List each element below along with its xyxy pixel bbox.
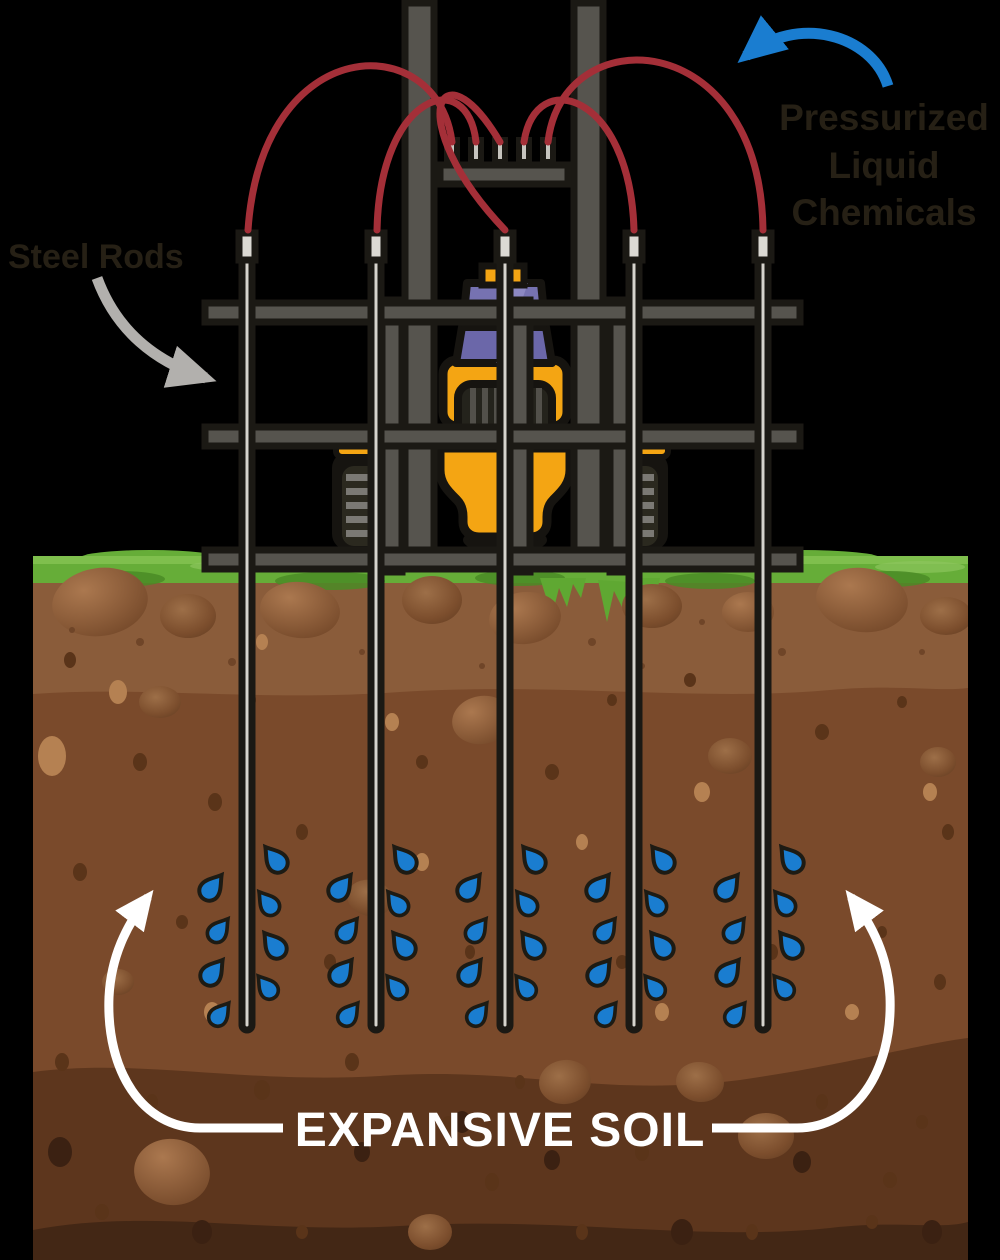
chemicals-arrow-icon xyxy=(737,15,894,88)
steel-rod xyxy=(751,229,775,1034)
steel-rods-arrow-icon xyxy=(91,276,217,388)
pressurized-label-line3: Chemicals xyxy=(791,192,976,233)
tube xyxy=(520,96,638,234)
steel-rods xyxy=(235,229,775,1034)
pressurized-label-line1: Pressurized xyxy=(779,97,989,138)
manifold-bar xyxy=(436,161,572,188)
expansive-soil-arrow-left-icon xyxy=(104,889,283,1133)
steel-rod xyxy=(235,229,259,1034)
steel-rod xyxy=(493,229,517,1034)
soil-speckles xyxy=(69,619,925,669)
deep-blobs xyxy=(48,1111,942,1245)
tube xyxy=(544,56,767,234)
injection-tubes xyxy=(244,56,767,234)
tube xyxy=(373,96,480,234)
machine-roof-tab-left xyxy=(478,262,503,289)
mast-column-right xyxy=(570,0,607,563)
pressurized-label-line2: Liquid xyxy=(829,145,940,186)
steel-rod xyxy=(622,229,646,1034)
grass-blades xyxy=(540,578,660,622)
expansive-soil-arrow-right-icon xyxy=(712,889,895,1133)
tube xyxy=(436,91,509,234)
steel-rods-label: Steel Rods xyxy=(8,238,184,276)
steel-rod xyxy=(364,229,388,1034)
expansive-soil-label: EXPANSIVE SOIL xyxy=(295,1104,706,1157)
